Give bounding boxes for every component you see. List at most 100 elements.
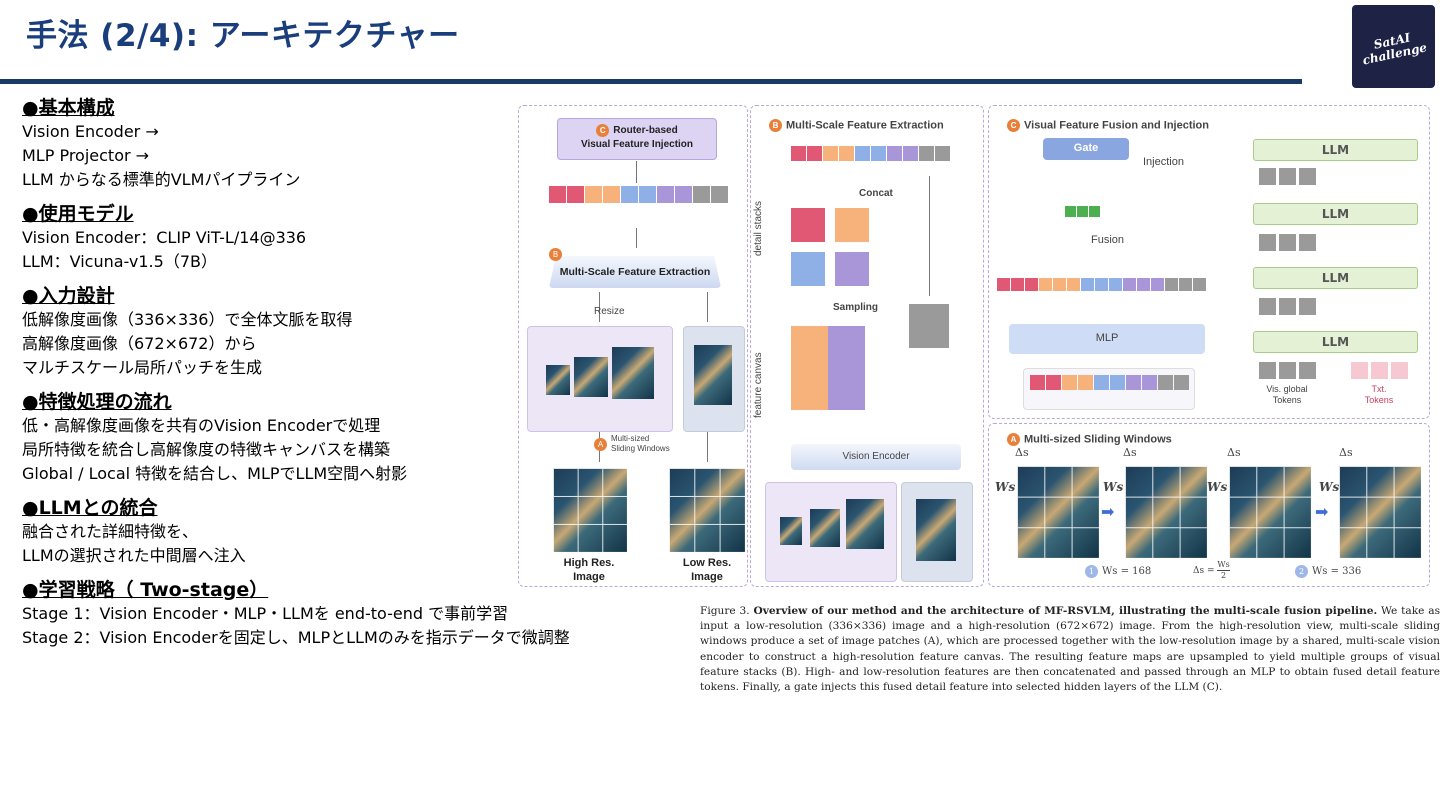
- arrow: [599, 292, 600, 322]
- feature-token: [1142, 375, 1157, 390]
- detail-stack-2: [835, 208, 869, 242]
- feature-token: [1165, 278, 1178, 291]
- section-heading: ●基本構成: [22, 97, 115, 119]
- section-heading: ●学習戦略（ Two-stage）: [22, 579, 269, 601]
- txt-token: [1371, 362, 1388, 379]
- section-line: Vision Encoder：CLIP ViT-L/14@336: [22, 228, 307, 247]
- window-image-3: [1229, 466, 1311, 558]
- ws-label: Ws: [1103, 480, 1124, 494]
- feature-token: [1025, 278, 1038, 291]
- feature-token: [603, 186, 620, 203]
- vision-encoder-box: Vision Encoder: [791, 444, 961, 470]
- feature-token: [1158, 375, 1173, 390]
- feature-token: [639, 186, 656, 203]
- low-res-image: [669, 468, 745, 552]
- section-line: 低・高解像度画像を共有のVision Encoderで処理: [22, 416, 381, 435]
- feature-token: [823, 146, 838, 161]
- section-line: 低解像度画像（336×336）で全体文脈を取得: [22, 310, 353, 329]
- ws-label: Ws: [1319, 480, 1340, 494]
- feature-token: [903, 146, 918, 161]
- high-res-label: High Res. Image: [563, 557, 615, 583]
- window-image-1: [1017, 466, 1099, 558]
- encoder-lowres-box: [901, 482, 973, 582]
- feature-token: [1095, 278, 1108, 291]
- feature-tokens-top: [549, 186, 728, 203]
- vis-token: [1299, 362, 1316, 379]
- hidden-token: [1299, 298, 1316, 315]
- feature-token: [791, 146, 806, 161]
- figure-caption: Figure 3. Overview of our method and the…: [700, 605, 1440, 694]
- section-line: Global / Local 特徴を結合し、MLPでLLM空間へ射影: [22, 464, 408, 483]
- fused-tokens: [1065, 206, 1100, 217]
- hidden-token: [1279, 298, 1296, 315]
- feature-token: [855, 146, 870, 161]
- resize-label: Resize: [594, 306, 625, 317]
- detail-stack-1: [791, 208, 825, 242]
- section-training: ●学習戦略（ Two-stage） Stage 1：Vision Encoder…: [22, 578, 672, 650]
- section-line: LLM からなる標準的VLMパイプライン: [22, 170, 301, 189]
- delta-label: Δs: [1123, 446, 1137, 459]
- feature-token: [1110, 375, 1125, 390]
- section-line: Vision Encoder →: [22, 122, 159, 141]
- arrow: [707, 292, 708, 322]
- msfe-box: Multi-Scale Feature Extraction: [549, 256, 721, 288]
- encoder-patches-box: [765, 482, 897, 582]
- section-heading: ●特徴処理の流れ: [22, 391, 172, 413]
- gate-box: Gate: [1043, 138, 1129, 160]
- hidden-token: [1279, 234, 1296, 251]
- window-image-4: [1339, 466, 1421, 558]
- feature-token: [657, 186, 674, 203]
- patch-large: [846, 499, 884, 549]
- gate-label: Gate: [1073, 142, 1099, 154]
- feature-token: [1011, 278, 1024, 291]
- detail-stack-3: [791, 252, 825, 286]
- section-flow: ●特徴処理の流れ 低・高解像度画像を共有のVision Encoderで処理 局…: [22, 390, 672, 486]
- badge-b: B: [549, 248, 562, 261]
- section-line: 高解像度画像（672×672）から: [22, 334, 257, 353]
- feature-token: [567, 186, 584, 203]
- mlp-input-box: [1023, 368, 1195, 410]
- section-llm: ●LLMとの統合 融合された詳細特徴を、 LLMの選択された中間層へ注入: [22, 496, 672, 568]
- ws-label: Ws: [995, 480, 1016, 494]
- section-line: LLMの選択された中間層へ注入: [22, 546, 246, 565]
- lowres-box: [683, 326, 745, 432]
- detail-stack-4: [835, 252, 869, 286]
- feature-token: [1053, 278, 1066, 291]
- sampling-label: Sampling: [833, 302, 879, 313]
- section-line: 融合された詳細特徴を、: [22, 522, 199, 541]
- mlp-label: MLP: [1095, 332, 1119, 344]
- patch-small: [546, 365, 570, 395]
- delta-label: Δs: [1339, 446, 1353, 459]
- fusion-label: Fusion: [1091, 234, 1125, 246]
- arrow: [636, 161, 637, 183]
- feature-token: [621, 186, 638, 203]
- feature-token: [1077, 206, 1088, 217]
- txt-token: [1391, 362, 1408, 379]
- feature-token: [1046, 375, 1061, 390]
- feature-token: [935, 146, 950, 161]
- section-input: ●入力設計 低解像度画像（336×336）で全体文脈を取得 高解像度画像（672…: [22, 284, 672, 380]
- patch-medium: [810, 509, 840, 547]
- feature-token: [693, 186, 710, 203]
- llm-layer-1: LLM: [1253, 139, 1418, 161]
- feature-token: [807, 146, 822, 161]
- high-res-image: [553, 468, 627, 552]
- feature-token: [1067, 278, 1080, 291]
- section-heading: ●使用モデル: [22, 203, 134, 225]
- feature-token: [675, 186, 692, 203]
- feature-token: [1174, 375, 1189, 390]
- vis-tokens-label: Vis. global Tokens: [1266, 384, 1308, 405]
- title-rule: [0, 79, 1302, 84]
- lowres-patch: [694, 345, 732, 405]
- window-image-2: [1125, 466, 1207, 558]
- mlp-input-tokens: [1030, 375, 1189, 390]
- section-heading: ●LLMとの統合: [22, 497, 158, 519]
- bullet-sections: ●基本構成 Vision Encoder → MLP Projector → L…: [22, 96, 672, 660]
